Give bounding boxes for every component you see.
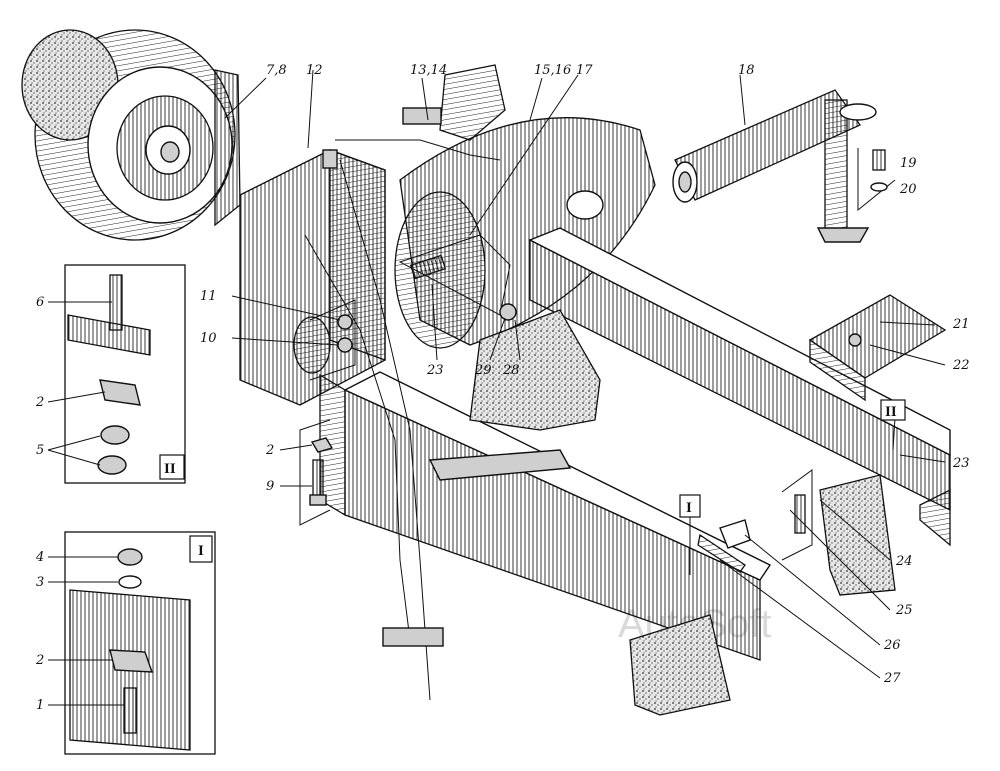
label-26: 26 <box>883 638 901 653</box>
roman-frame-right: II <box>885 404 897 420</box>
roman-inset-i: I <box>198 543 204 559</box>
label-19: 19 <box>900 156 917 171</box>
label-29: 29 <box>474 363 492 378</box>
leader-lines <box>47 69 946 706</box>
roman-markers: II I II I <box>164 399 906 559</box>
frame-front <box>319 371 772 661</box>
engine-mount-front <box>629 614 731 716</box>
flywheel-housing <box>21 29 241 241</box>
label-9: 9 <box>266 479 274 494</box>
callout-labels: 7,8 12 13,14 15,16 17 18 19 20 21 22 23 … <box>35 63 970 713</box>
label-2-inset-ii: 2 <box>35 395 44 410</box>
label-15-16: 15,16 <box>534 63 571 78</box>
label-23-centre: 23 <box>426 363 444 378</box>
label-17: 17 <box>576 63 593 78</box>
label-22: 22 <box>952 358 970 373</box>
label-18: 18 <box>738 63 755 78</box>
engine-mount-right <box>819 474 896 596</box>
label-3: 3 <box>36 575 44 590</box>
label-5: 5 <box>36 443 44 458</box>
label-23-rail: 23 <box>952 456 970 471</box>
label-21: 21 <box>952 317 970 332</box>
muffler <box>672 89 877 243</box>
label-10: 10 <box>200 331 217 346</box>
label-12: 12 <box>306 63 323 78</box>
label-11: 11 <box>200 289 217 304</box>
engine-mount-left <box>469 309 601 431</box>
bolt-and-washer <box>857 148 896 212</box>
label-13-14: 13,14 <box>410 63 447 78</box>
angle-bracket <box>808 294 947 402</box>
bolt-set-radiator <box>293 299 356 381</box>
frame-rail-right <box>528 227 951 547</box>
label-25: 25 <box>895 603 913 618</box>
spring-and-plate <box>697 469 813 573</box>
clamp-parts <box>398 234 517 321</box>
roman-inset-ii: II <box>164 461 176 477</box>
roman-frame-front: I <box>686 500 692 516</box>
bolt-set-left <box>299 419 334 526</box>
label-28: 28 <box>502 363 520 378</box>
label-24: 24 <box>895 554 913 569</box>
label-4: 4 <box>35 550 44 565</box>
label-2-frame: 2 <box>265 443 274 458</box>
label-1: 1 <box>36 698 44 713</box>
pipes <box>304 139 572 701</box>
label-7-8: 7,8 <box>266 63 287 78</box>
label-6: 6 <box>36 295 44 310</box>
label-27: 27 <box>883 671 901 686</box>
label-20: 20 <box>899 182 917 197</box>
label-2-inset-i: 2 <box>35 653 44 668</box>
inset-detail-ii <box>64 264 186 484</box>
inset-detail-i <box>64 531 216 755</box>
mounting-bracket <box>402 64 506 141</box>
